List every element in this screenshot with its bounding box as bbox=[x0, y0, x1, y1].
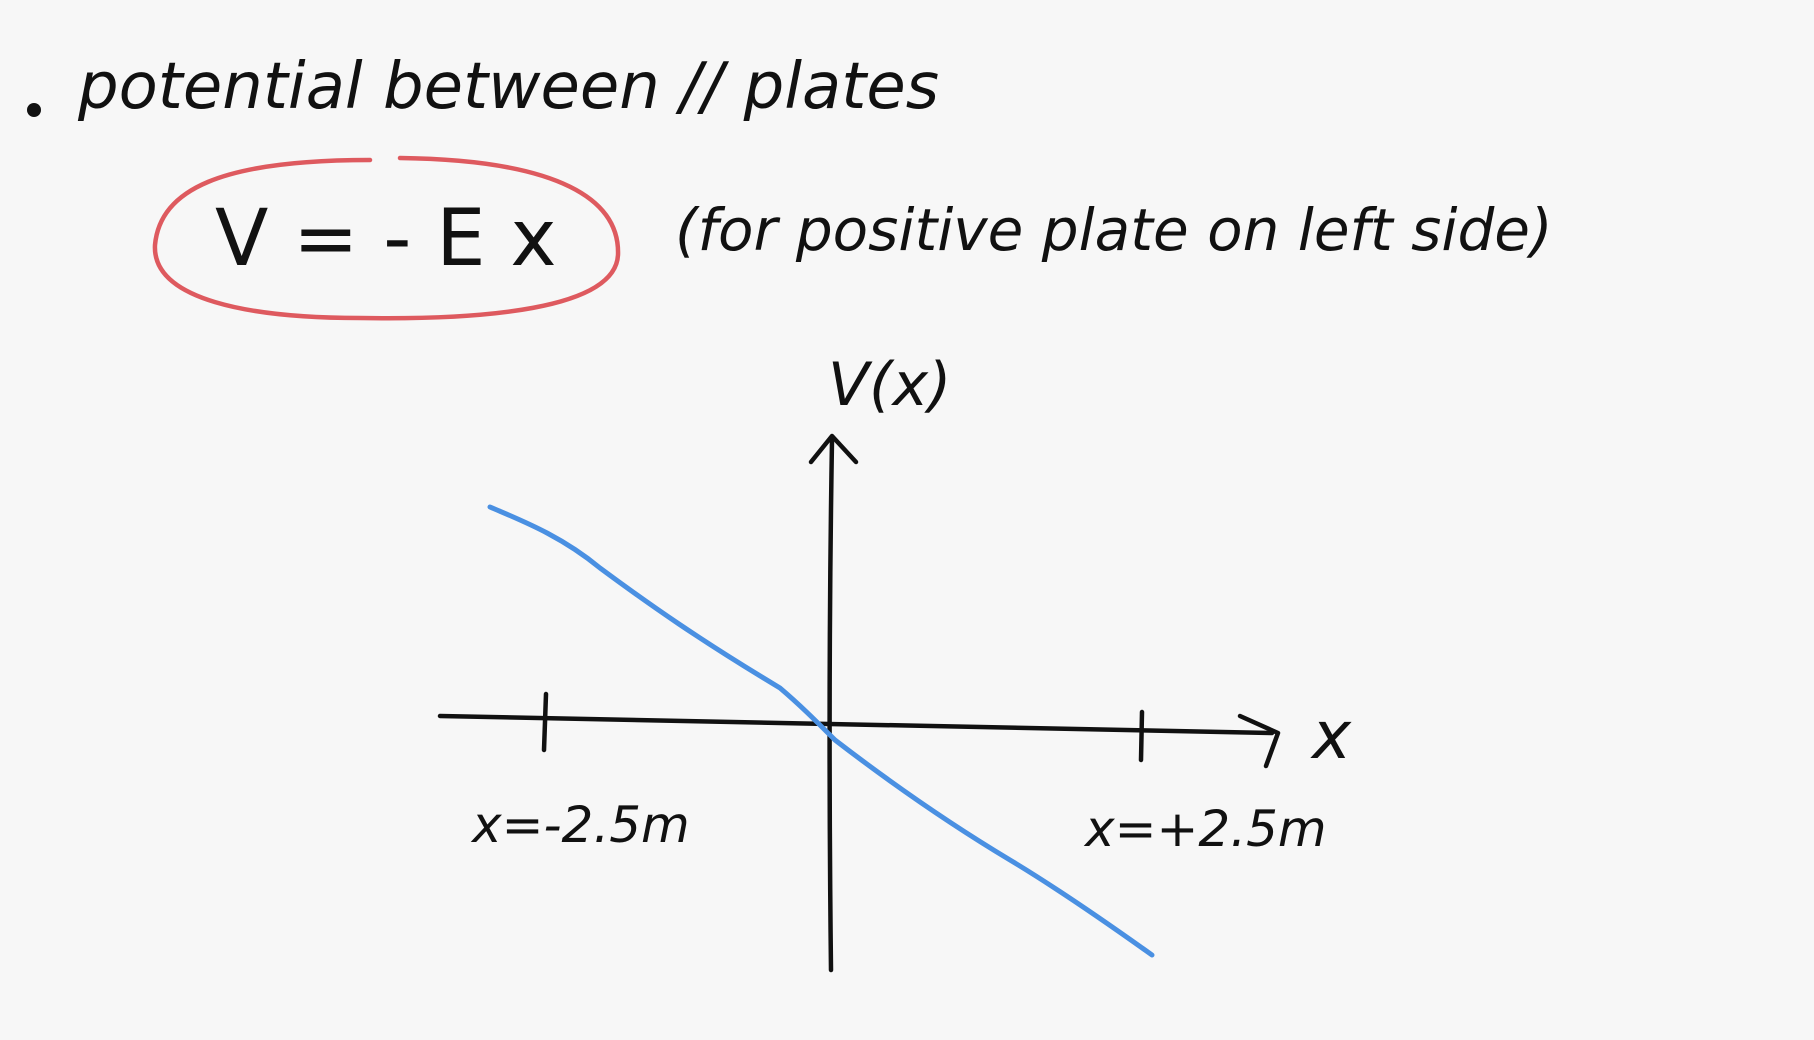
heading-text: potential between // plates bbox=[77, 50, 939, 124]
right-tick-label: x=+2.5m bbox=[1083, 800, 1327, 858]
bullet-dot bbox=[27, 103, 41, 117]
formula-note-text: (for positive plate on left side) bbox=[675, 196, 1553, 264]
formula-text: V = - E x bbox=[215, 194, 556, 284]
right-tick-mark bbox=[1138, 709, 1145, 763]
x-axis bbox=[437, 713, 1275, 736]
y-axis-label: V(x) bbox=[828, 350, 951, 420]
y-axis bbox=[827, 437, 835, 973]
y-axis-arrow bbox=[808, 433, 859, 465]
potential-line bbox=[487, 504, 1155, 958]
highlight-circle bbox=[152, 155, 621, 321]
x-axis-arrow bbox=[1237, 713, 1281, 769]
left-tick-label: x=-2.5m bbox=[470, 796, 690, 854]
left-tick-mark bbox=[541, 691, 549, 753]
x-axis-label: x bbox=[1310, 697, 1352, 774]
